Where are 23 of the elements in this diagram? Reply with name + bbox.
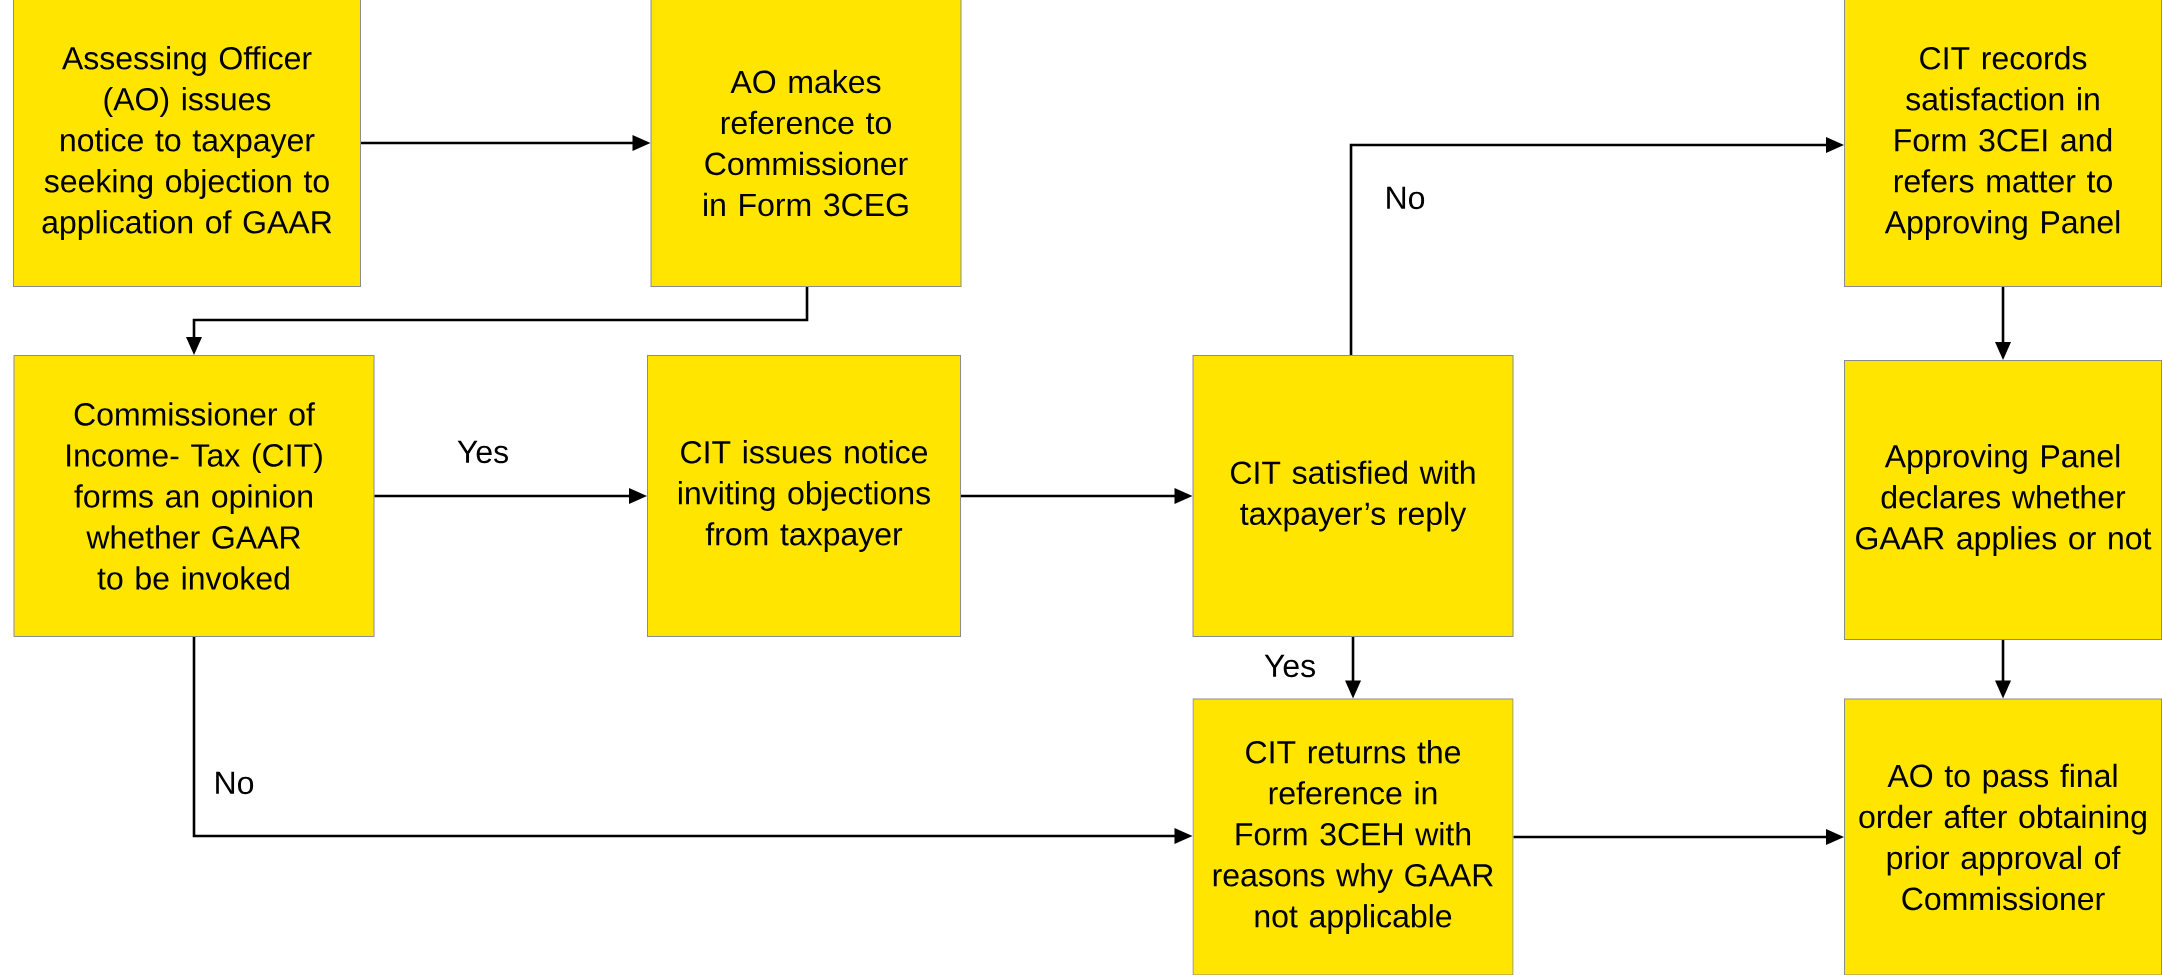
process-box: CIT issues notice inviting objections from taxpayer bbox=[647, 355, 961, 637]
arrow bbox=[192, 637, 1193, 844]
arrow bbox=[1345, 637, 1361, 699]
arrow bbox=[186, 287, 809, 355]
edge-label: Yes bbox=[1261, 652, 1319, 680]
process-box: CIT returns the reference in Form 3CEH with reasons why GAAR not applicable bbox=[1192, 698, 1514, 975]
process-box: Commissioner of Income- Tax (CIT) forms an opinion whether GAAR to be invoked bbox=[13, 355, 375, 637]
edge-label: No bbox=[1382, 184, 1428, 212]
arrow bbox=[1995, 287, 2011, 360]
arrow bbox=[361, 135, 651, 151]
arrow bbox=[1513, 829, 1844, 845]
process-box: CIT satisfied with taxpayer’s reply bbox=[1192, 355, 1514, 637]
process-box: AO makes reference to Commissioner in Form 3CEG bbox=[650, 0, 962, 287]
process-box: CIT records satisfaction in Form 3CEI and refers matter to Approving Panel bbox=[1844, 0, 2162, 287]
arrow bbox=[961, 488, 1193, 504]
arrow bbox=[1995, 640, 2011, 699]
process-box: AO to pass final order after obtaining prior approval of Commissioner bbox=[1844, 698, 2162, 975]
edge-label: No bbox=[211, 769, 257, 797]
arrow bbox=[374, 488, 647, 504]
edge-label: Yes bbox=[454, 438, 512, 466]
arrow bbox=[1349, 137, 1844, 355]
process-box: Assessing Officer (AO) issues notice to taxpayer seeking objection to application of GAAR bbox=[13, 0, 361, 287]
process-box: Approving Panel declares whether GAAR applies or not bbox=[1844, 360, 2162, 640]
